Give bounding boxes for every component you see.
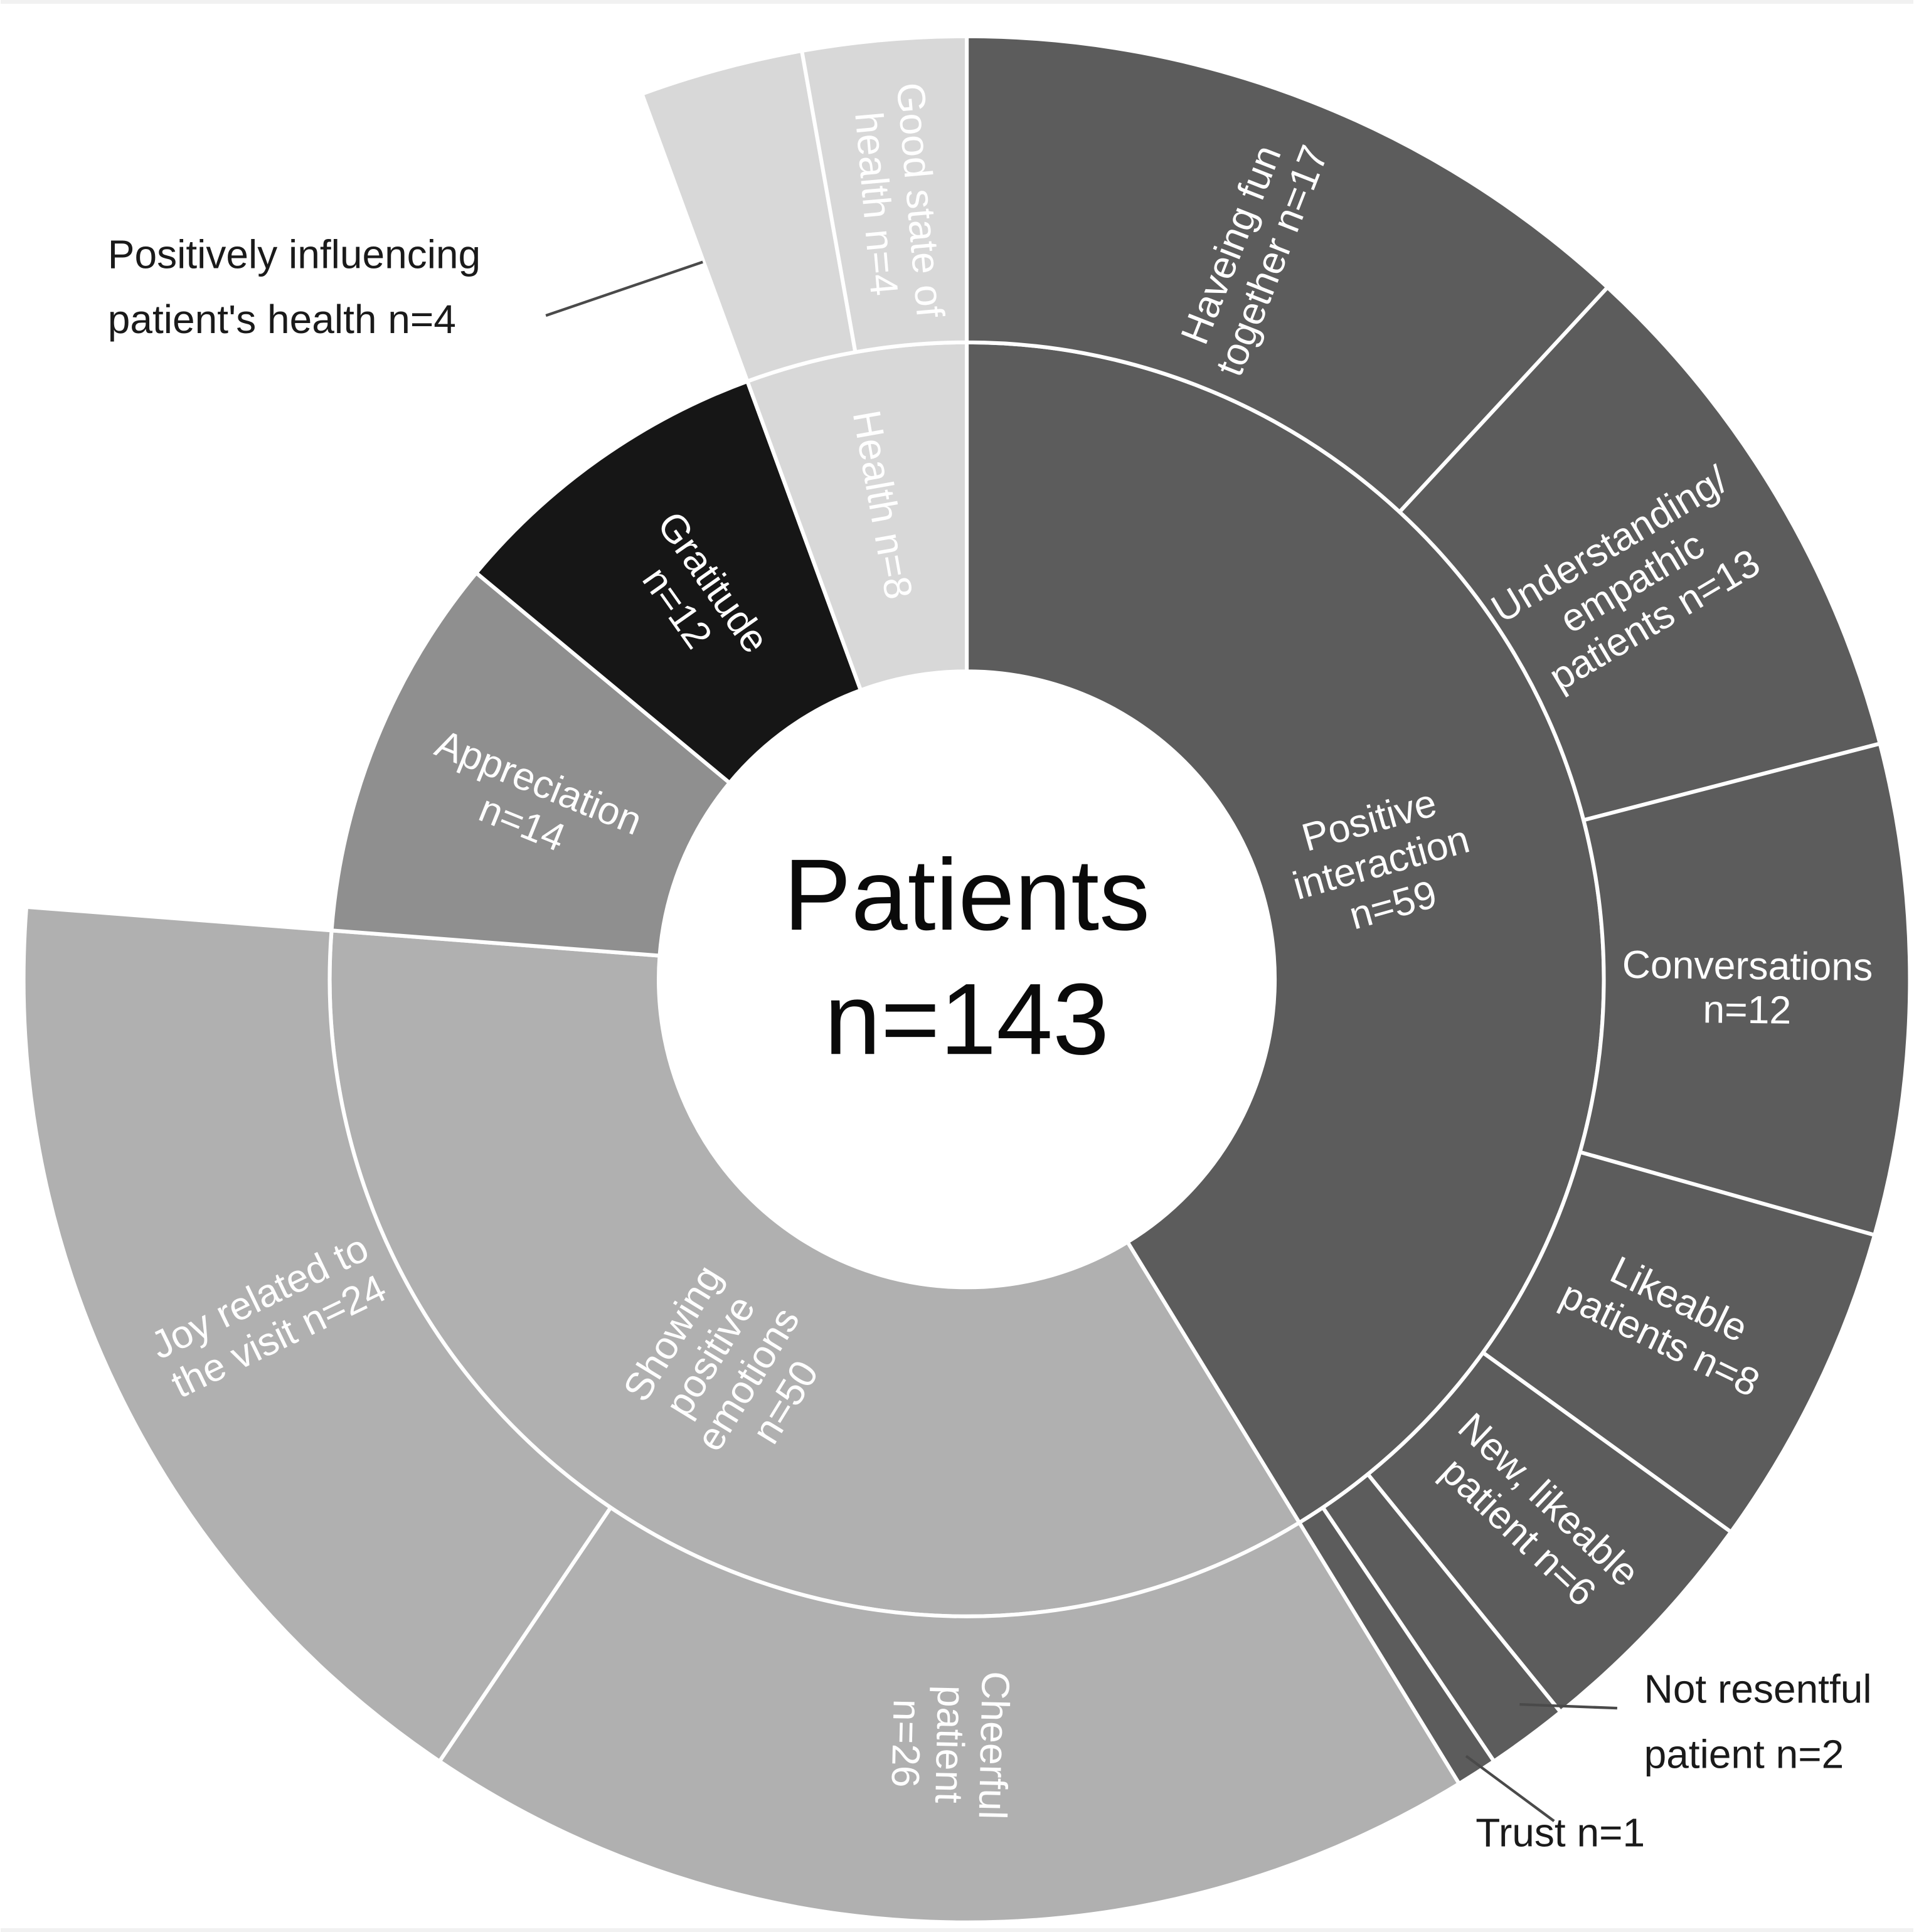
callout-positively-influencing-patient-s-health-n-4-line-2: patient's health n=4: [107, 297, 455, 342]
leader-line-positively-influencing-patient-s-health-n-4: [546, 262, 703, 316]
callout-not-resentful-patient-n-2-line-1: Not resentful: [1644, 1667, 1871, 1712]
callout-positively-influencing-patient-s-health-n-4-line-1: Positively influencing: [107, 231, 480, 277]
callout-trust-n-1-line-1: Trust n=1: [1475, 1810, 1645, 1855]
center-title: Patients: [784, 839, 1150, 952]
center-count: n=143: [824, 963, 1109, 1076]
callout-not-resentful-patient-n-2-line-2: patient n=2: [1644, 1731, 1844, 1776]
